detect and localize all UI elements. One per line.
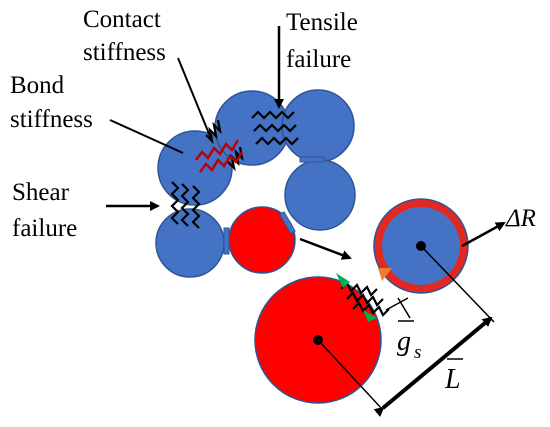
bond-spring-shear	[170, 181, 201, 229]
label-delta-r: ΔR	[505, 205, 536, 232]
bond-spring-tensile	[251, 110, 299, 146]
radius-line-red	[317, 339, 384, 411]
bond-arrow	[109, 119, 184, 154]
contact-spring	[195, 139, 244, 173]
green-triangle	[336, 273, 350, 288]
label-bond-stiffness: stiffness	[10, 106, 93, 133]
radius-line-blue	[420, 245, 495, 323]
label-shear: Shear	[12, 179, 70, 206]
delta-r-arrow	[461, 221, 506, 248]
label-contact-stiffness: stiffness	[83, 39, 166, 66]
pair-arrow	[299, 237, 352, 260]
broken-bond-marker	[299, 156, 325, 163]
orange-triangle	[378, 268, 392, 281]
blue-particle-top-right	[281, 89, 355, 163]
label-gap-subscript: s	[414, 342, 421, 363]
label-tensile: Tensile	[286, 9, 358, 36]
broken-bond-marker	[279, 211, 296, 235]
label-contact: Contact	[83, 6, 161, 33]
length-dimension-arrow	[373, 316, 493, 417]
green-triangle	[363, 310, 377, 322]
pointer-arrows	[106, 26, 506, 260]
label-gap: g	[397, 326, 411, 357]
particle-chain	[155, 89, 356, 278]
broken-bond-marker	[223, 227, 230, 255]
label-length: L	[444, 364, 461, 395]
text-labels: Contact stiffness Tensile failure Bond s…	[10, 6, 536, 395]
particle-pair	[254, 198, 495, 417]
blue-particle-right	[284, 159, 356, 231]
gap-line	[397, 297, 411, 319]
contact-arrow	[177, 57, 213, 142]
label-shear-failure: failure	[12, 215, 77, 242]
label-tensile-failure: failure	[286, 46, 351, 73]
label-bond: Bond	[10, 72, 65, 99]
gap-arrow	[385, 297, 409, 311]
blue-particle-bottom-left	[155, 208, 225, 278]
contact-spring-pair	[340, 281, 390, 317]
